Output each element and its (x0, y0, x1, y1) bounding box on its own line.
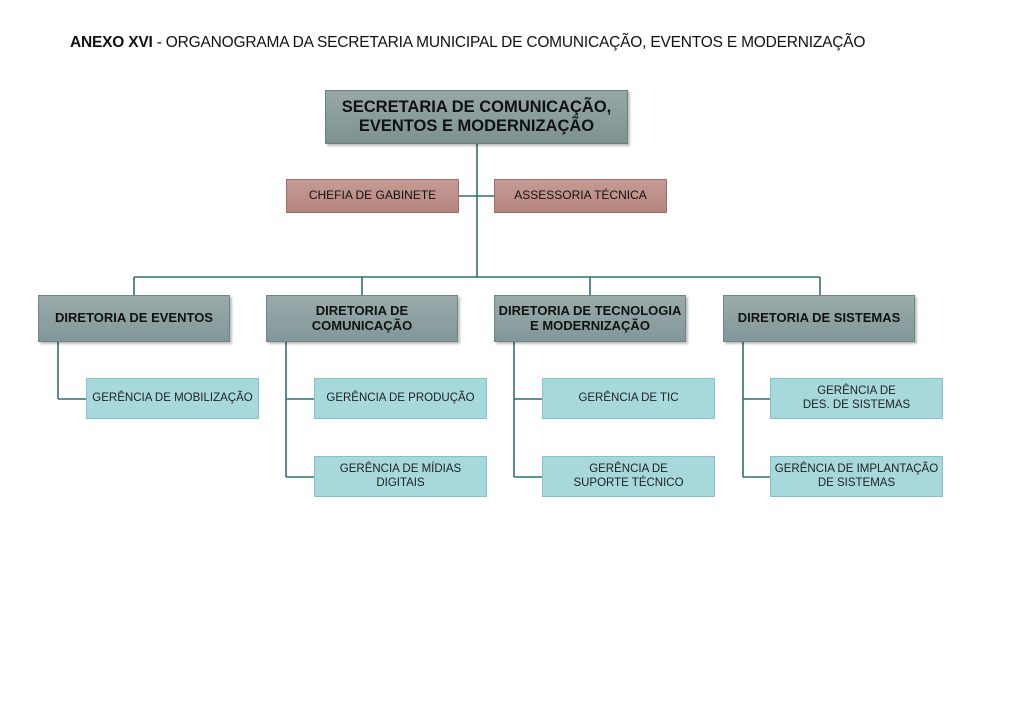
unit-gerencia-implantacao-sistemas: GERÊNCIA DE IMPLANTAÇÃO DE SISTEMAS (770, 456, 943, 497)
page-title: ANEXO XVI - ORGANOGRAMA DA SECRETARIA MU… (70, 34, 865, 52)
unit-gerencia-midias-digitais: GERÊNCIA DE MÍDIAS DIGITAIS (314, 456, 487, 497)
directorate-tecnologia: DIRETORIA DE TECNOLOGIA E MODERNIZAÇÃO (494, 295, 686, 342)
staff-chefia-de-gabinete: CHEFIA DE GABINETE (286, 179, 459, 213)
unit-gerencia-des-sistemas: GERÊNCIA DE DES. DE SISTEMAS (770, 378, 943, 419)
directorate-comunicacao: DIRETORIA DE COMUNICAÇÃO (266, 295, 458, 342)
directorate-sistemas: DIRETORIA DE SISTEMAS (723, 295, 915, 342)
page-title-text: - ORGANOGRAMA DA SECRETARIA MUNICIPAL DE… (152, 34, 866, 51)
page-title-prefix: ANEXO XVI (70, 34, 153, 51)
unit-gerencia-suporte-tecnico: GERÊNCIA DE SUPORTE TÉCNICO (542, 456, 715, 497)
unit-gerencia-producao: GERÊNCIA DE PRODUÇÃO (314, 378, 487, 419)
root-secretaria: SECRETARIA DE COMUNICAÇÃO, EVENTOS E MOD… (325, 90, 628, 144)
unit-gerencia-tic: GERÊNCIA DE TIC (542, 378, 715, 419)
unit-gerencia-mobilizacao: GERÊNCIA DE MOBILIZAÇÃO (86, 378, 259, 419)
directorate-eventos: DIRETORIA DE EVENTOS (38, 295, 230, 342)
staff-assessoria-tecnica: ASSESSORIA TÉCNICA (494, 179, 667, 213)
